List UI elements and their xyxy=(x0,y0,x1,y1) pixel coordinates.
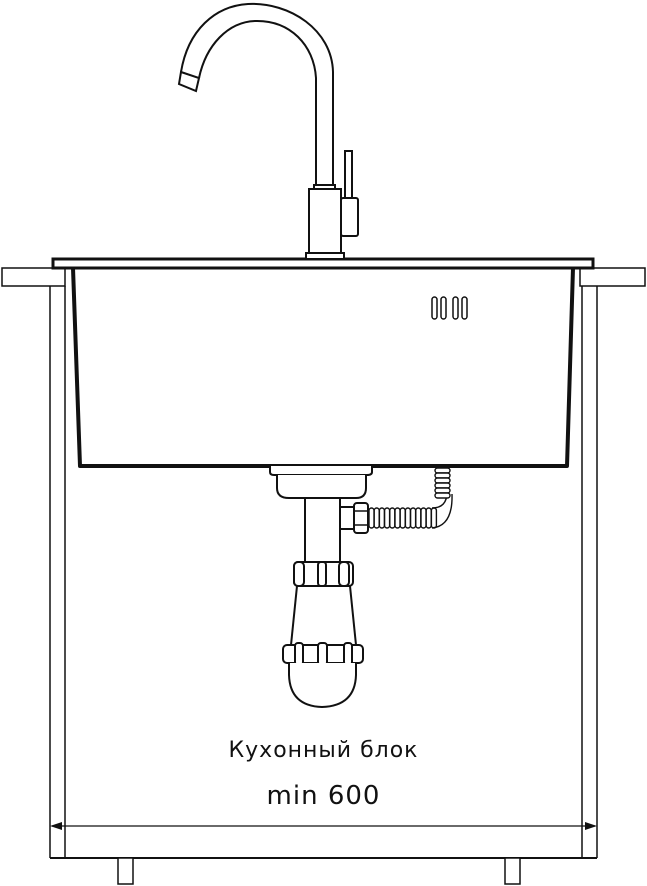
drain-flange xyxy=(269,466,373,476)
hose-ring xyxy=(368,507,375,529)
hose-ring xyxy=(394,507,401,529)
hose-ring xyxy=(409,507,417,529)
faucet-aerator xyxy=(177,70,201,93)
faucet-spout xyxy=(180,2,334,185)
hose-ring xyxy=(434,467,451,474)
overflow-slot xyxy=(452,296,459,320)
hose-ring xyxy=(434,492,451,499)
arrow-right-icon xyxy=(585,822,597,830)
sink-rim xyxy=(51,257,595,270)
hose-ring xyxy=(373,507,380,529)
overflow-slot xyxy=(431,296,438,320)
countertop-left xyxy=(1,267,66,287)
overflow-slot xyxy=(440,296,447,320)
faucet-base xyxy=(305,252,345,260)
overflow-slot xyxy=(461,296,468,320)
lower-coupling-nut xyxy=(282,642,364,666)
overflow-nut xyxy=(353,502,369,534)
hose-ring xyxy=(434,487,451,494)
cabinet-leg xyxy=(504,857,521,885)
faucet-spout-inner xyxy=(198,19,317,185)
corrugated-overflow-hose xyxy=(368,467,453,529)
hose-ring xyxy=(415,507,422,529)
hose-ring xyxy=(434,482,451,489)
width-dimension-line xyxy=(50,822,597,830)
faucet-lever-handle xyxy=(344,150,353,200)
drain-basket xyxy=(276,475,367,499)
upper-coupling-nut xyxy=(293,561,354,587)
hose-bend xyxy=(431,493,453,529)
hose-ring xyxy=(430,507,438,529)
hose-ring xyxy=(420,507,427,529)
countertop xyxy=(1,267,646,287)
siphon-bowl xyxy=(288,663,357,709)
hose-ring xyxy=(383,507,391,529)
faucet xyxy=(177,2,359,260)
hose-ring xyxy=(399,507,406,529)
faucet-body xyxy=(308,188,342,255)
faucet-lever-base xyxy=(340,197,359,237)
countertop-right xyxy=(579,267,646,287)
kitchen-cabinet xyxy=(49,286,598,885)
cabinet-label: Кухонный блок xyxy=(228,738,419,763)
arrow-left-icon xyxy=(50,822,62,830)
hose-ring xyxy=(434,477,451,484)
siphon-drain xyxy=(269,466,453,709)
hose-ring xyxy=(389,507,396,529)
hose-ring xyxy=(378,507,386,529)
sink-bowl-outline xyxy=(71,267,575,468)
hose-ring xyxy=(425,507,432,529)
cabinet-leg xyxy=(117,857,134,885)
sink-bowl xyxy=(51,257,595,468)
hose-ring xyxy=(434,472,451,479)
hose-ring xyxy=(404,507,412,529)
min-width-label: min 600 xyxy=(266,781,381,811)
